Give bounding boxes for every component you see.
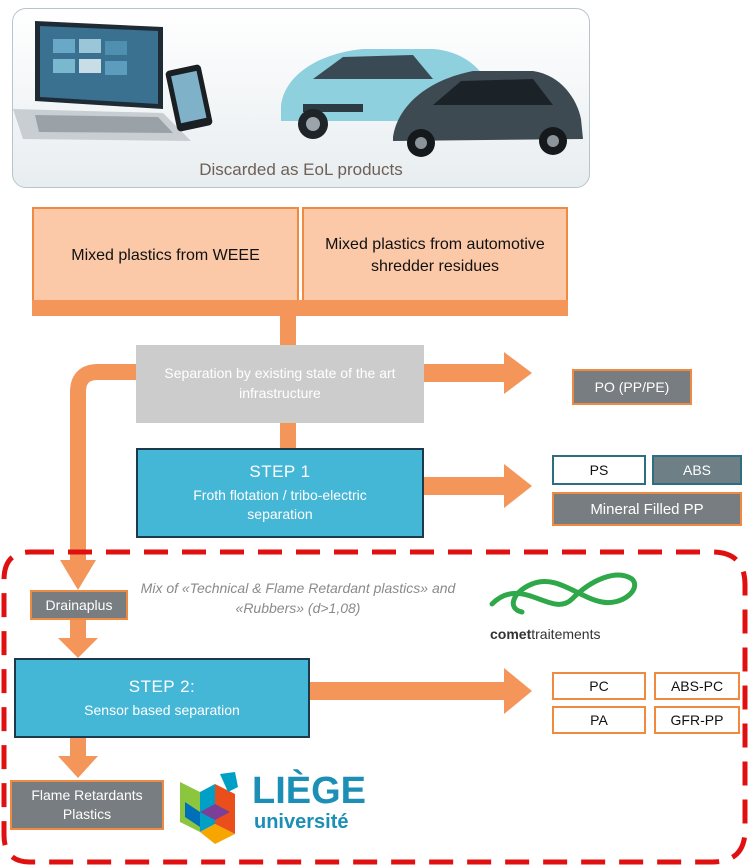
car-icon [393, 71, 583, 157]
step1-title: STEP 1 [249, 462, 311, 482]
source-weee-label: Mixed plastics from WEEE [71, 246, 260, 264]
output-pc-label: PC [589, 678, 609, 694]
drainaplus-box: Drainaplus [30, 590, 128, 620]
output-flame-retardants-label: Flame Retardants Plastics [31, 787, 143, 822]
separation-label: Separation by existing state of the art … [164, 365, 396, 401]
output-abs-label: ABS [682, 462, 711, 478]
source-weee-box: Mixed plastics from WEEE [32, 207, 299, 304]
output-ps: PS [552, 455, 646, 485]
arrow-down-drainaplus [60, 560, 96, 590]
arrow-right-po [504, 352, 532, 394]
dashed-scope-frame [1, 549, 748, 865]
drainaplus-label: Drainaplus [45, 597, 113, 613]
comet-logo-light: traitements [531, 626, 601, 642]
output-flame-retardants: Flame Retardants Plastics [10, 780, 164, 830]
output-abs: ABS [652, 455, 742, 485]
output-po: PO (PP/PE) [572, 369, 692, 405]
output-gfr-pp: GFR-PP [654, 706, 740, 734]
output-mineral-pp-label: Mineral Filled PP [590, 500, 704, 518]
output-abs-pc-label: ABS-PC [670, 678, 724, 694]
output-ps-label: PS [589, 462, 609, 478]
step2-subtitle: Sensor based separation [84, 701, 240, 718]
comet-logo-bold: comet [490, 626, 532, 642]
laptop-icon [13, 21, 191, 141]
step1-subtitle: Froth flotation / tribo-electric separat… [193, 487, 367, 522]
arrow-down-final [58, 756, 98, 778]
step2-title: STEP 2: [128, 676, 196, 696]
output-pa: PA [552, 706, 646, 734]
comet-swirl-icon [489, 572, 637, 615]
source-asr-label: Mixed plastics from automotive shredder … [325, 235, 545, 275]
drainaplus-note: Mix of «Technical & Flame Retardant plas… [140, 580, 456, 617]
output-po-label: PO (PP/PE) [594, 379, 670, 395]
arrow-right-step2 [504, 668, 532, 714]
separation-box: Separation by existing state of the art … [136, 345, 424, 423]
comet-logo: comettraitements [482, 564, 642, 648]
bypass-connector [70, 364, 296, 560]
source-base-bar [32, 300, 568, 316]
liege-mosaic-icon [180, 772, 238, 844]
output-abs-pc: ABS-PC [654, 672, 740, 700]
liege-logo-line2: université [254, 811, 349, 833]
step2-box: STEP 2: Sensor based separation [14, 658, 310, 738]
output-pc: PC [552, 672, 646, 700]
output-pa-label: PA [590, 712, 608, 728]
eol-products-banner [12, 8, 590, 188]
source-asr-box: Mixed plastics from automotive shredder … [302, 207, 568, 304]
liege-logo-line1: LIÈGE [252, 770, 367, 812]
banner-caption: Discarded as EoL products [199, 160, 403, 179]
smartphone-icon [165, 64, 213, 132]
step1-box: STEP 1 Froth flotation / tribo-electric … [136, 448, 424, 538]
arrow-down-step2 [58, 638, 98, 658]
output-mineral-pp: Mineral Filled PP [552, 492, 742, 526]
arrow-right-step1 [504, 464, 532, 508]
output-gfr-pp-label: GFR-PP [670, 712, 724, 728]
liege-logo: LIÈGE université [180, 768, 380, 848]
